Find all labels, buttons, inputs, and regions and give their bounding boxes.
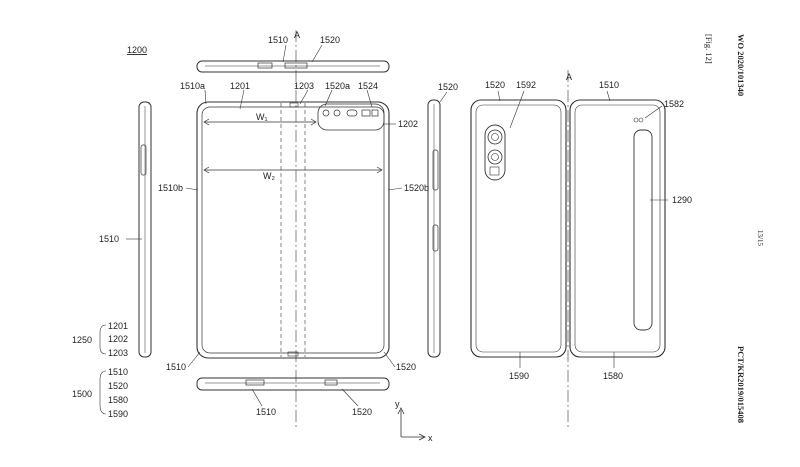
legend-1250-item: 1202 [108,334,128,344]
label-top-1520: 1520 [320,35,340,45]
legend-1250-item: 1201 [108,321,128,331]
label-left-1510: 1510 [99,234,119,244]
application-number: PCT/KR2019/015408 [736,346,746,423]
legend-1250-label: 1250 [72,335,92,345]
publication-number: WO 2020/101340 [736,34,746,97]
axis-y-label: y [395,399,400,409]
label-back-1520: 1520 [485,80,505,90]
bracket-1500 [99,370,107,415]
legend-1500-item: 1510 [108,367,128,377]
label-1203: 1203 [294,81,314,91]
label-side-1520: 1520 [438,82,458,92]
axis-a-front: A [294,30,300,40]
label-w1: W₁ [256,112,268,122]
leader-lines [126,44,668,407]
label-bottom-1520: 1520 [352,407,372,417]
label-w2: W₂ [263,171,275,181]
label-back-1580: 1580 [603,371,623,381]
right-side-view [427,99,441,358]
page-number: 13/15 [756,230,764,246]
axis-a-rear: A [566,72,572,82]
label-1510b: 1510b [158,183,183,193]
label-1202: 1202 [398,119,418,129]
figure-number: 1200 [127,45,147,55]
label-1201: 1201 [230,81,250,91]
label-1520b: 1520b [404,183,429,193]
label-bottom-1510: 1510 [256,407,276,417]
label-back-1510: 1510 [599,80,619,90]
label-back-1592: 1592 [516,80,536,90]
label-1520a: 1520a [325,81,350,91]
label-front-1510: 1510 [166,362,186,372]
axis-indicator [397,407,426,441]
bracket-1250 [99,324,107,355]
legend-1500-item: 1590 [108,409,128,419]
legend-1500-item: 1520 [108,381,128,391]
label-back-1582: 1582 [664,99,684,109]
legend-1500-label: 1500 [72,389,92,399]
label-back-1590: 1590 [509,371,529,381]
figure-caption: [Fig. 12] [704,34,714,64]
left-side-view [138,101,152,358]
legend-1250-item: 1203 [108,348,128,358]
label-front-1520: 1520 [396,362,416,372]
bottom-edge-view [196,377,390,391]
label-1524: 1524 [358,81,378,91]
front-view [196,101,390,359]
legend-1500-item: 1580 [108,395,128,405]
axis-x-label: x [428,433,433,443]
label-top-1510: 1510 [268,35,288,45]
label-1510a: 1510a [180,81,205,91]
label-back-1290: 1290 [672,195,692,205]
top-edge-view [196,60,390,73]
